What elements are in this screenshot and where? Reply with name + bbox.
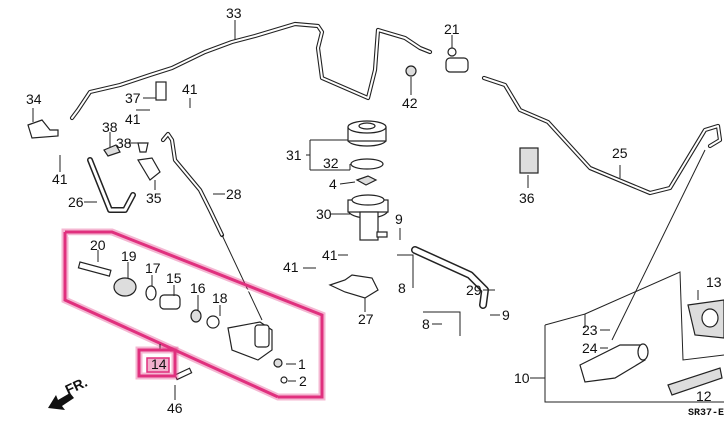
callout-46[interactable]: 46 [167,400,183,416]
bleeder-1 [273,358,283,368]
callout-41b[interactable]: 41 [125,111,141,127]
callout-33[interactable]: 33 [226,5,242,21]
spring-18 [206,315,220,329]
hose-26 [87,157,136,213]
callout-27[interactable]: 27 [358,311,374,327]
cap-2 [280,376,288,384]
callout-1[interactable]: 1 [298,356,306,372]
callout-8b[interactable]: 8 [422,316,430,332]
callout-34[interactable]: 34 [26,91,42,107]
callout-8a[interactable]: 8 [398,280,406,296]
leader-lines [32,20,724,403]
callout-17[interactable]: 17 [145,260,161,276]
callout-19[interactable]: 19 [121,248,137,264]
piston-15 [159,294,181,310]
highlight-group-14 [61,228,326,401]
bracket-37 [155,81,167,101]
hose-29 [411,246,489,309]
callout-2[interactable]: 2 [299,373,307,389]
callout-20[interactable]: 20 [90,237,106,253]
pushrod-20 [77,261,112,277]
callout-31[interactable]: 31 [286,147,302,163]
callout-23[interactable]: 23 [582,322,598,338]
cup-16 [190,309,202,323]
callout-13[interactable]: 13 [706,274,722,290]
callout-38b[interactable]: 38 [116,135,132,151]
bracket-34 [27,119,59,139]
front-label: FR. [63,374,90,398]
pipe-25 [481,75,723,196]
callout-32[interactable]: 32 [323,155,339,171]
callout-9b[interactable]: 9 [502,307,510,323]
callout-16[interactable]: 16 [190,280,206,296]
callout-30[interactable]: 30 [316,206,332,222]
callouts: 33 21 42 34 37 41 41 38 38 41 35 28 26 3… [26,5,724,419]
plate-4 [355,175,378,186]
bracket-27 [328,274,379,299]
slave-cylinder [227,321,273,361]
pipe-33 [69,21,433,121]
callout-35[interactable]: 35 [146,190,162,206]
callout-28[interactable]: 28 [226,186,242,202]
pipe-28 [160,131,263,321]
clip-38a [103,144,121,157]
master-cylinder-10 [579,343,649,383]
callout-41e[interactable]: 41 [283,259,299,275]
callout-24[interactable]: 24 [582,340,598,356]
callout-18[interactable]: 18 [212,290,228,306]
callout-26[interactable]: 26 [68,194,84,210]
callout-25[interactable]: 25 [612,145,628,161]
gasket-hole [701,308,719,328]
callout-41d[interactable]: 41 [322,247,338,263]
boot-19 [113,277,137,297]
seal-32 [350,158,384,170]
callout-38a[interactable]: 38 [102,119,118,135]
clip-38b [137,142,149,153]
callout-12[interactable]: 12 [696,388,712,404]
drawing-code: SR37-E [688,408,724,419]
reservoir-cap-31 [347,120,387,147]
callout-15[interactable]: 15 [166,270,182,286]
clip-36 [519,147,539,174]
callout-29[interactable]: 29 [466,282,482,298]
callout-36[interactable]: 36 [519,190,535,206]
joint-21 [445,47,469,73]
ring-17 [145,285,157,301]
bracket-35 [137,157,161,181]
callout-4[interactable]: 4 [329,176,337,192]
callout-42[interactable]: 42 [402,95,418,111]
callout-21[interactable]: 21 [444,21,460,37]
nut-42 [405,65,417,77]
callout-10[interactable]: 10 [514,370,530,386]
callout-14-highlighted[interactable]: 14 [151,356,167,372]
callout-37[interactable]: 37 [125,90,141,106]
reservoir-30 [347,194,389,241]
callout-41a[interactable]: 41 [182,81,198,97]
callout-9a[interactable]: 9 [395,211,403,227]
callout-41c[interactable]: 41 [52,171,68,187]
pushrod-12 [667,367,723,396]
front-direction-arrow: FR. [48,374,90,410]
